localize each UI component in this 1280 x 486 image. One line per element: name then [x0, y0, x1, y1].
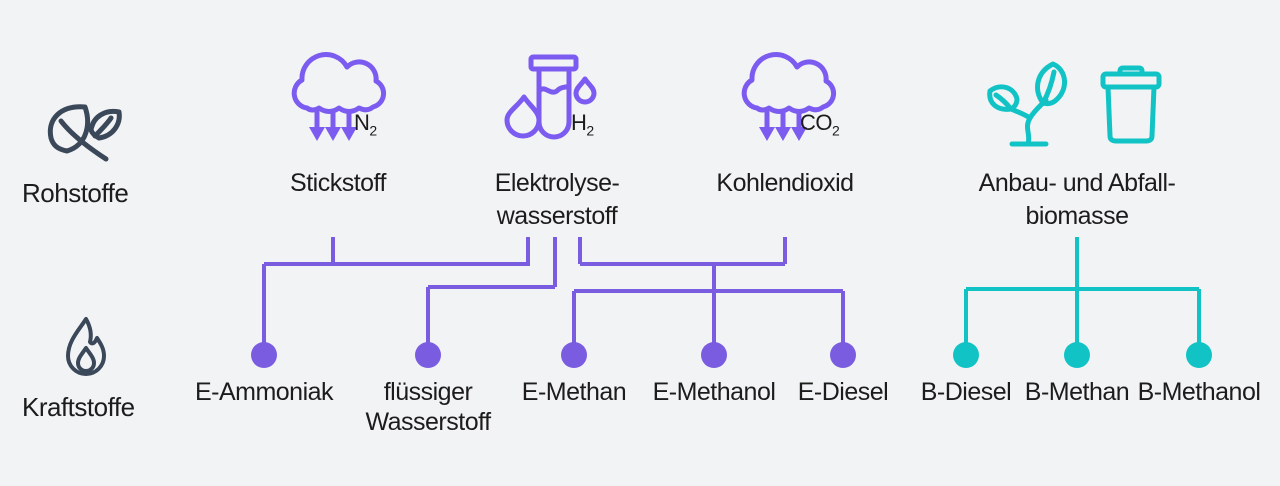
fuel-label-b-diesel: B-Diesel: [920, 378, 1012, 406]
flame-icon: [66, 317, 106, 376]
nitrogen-formula: N2: [354, 110, 377, 139]
fuels-row-title: Kraftstoffe: [22, 392, 135, 422]
fuel-label-e-ammoniak: E-Ammoniak: [194, 378, 334, 406]
raw-material-label-biomasse: Anbau- und Abfall- biomasse: [978, 169, 1176, 230]
fuel-label-fluessiger-wasserstoff: flüssiger Wasserstoff: [365, 378, 491, 436]
plant-icon: [987, 61, 1067, 147]
b-fuel-dots: [953, 342, 1212, 368]
co2-formula: CO2: [800, 110, 840, 139]
fuel-label-b-methanol: B-Methanol: [1137, 378, 1261, 406]
teal-connectors: [964, 237, 1201, 352]
leaves-icon: [47, 104, 122, 162]
fuel-label-e-diesel: E-Diesel: [797, 378, 889, 406]
cloud-arrows-icon: [291, 52, 387, 141]
trash-bin-icon: [1100, 65, 1162, 144]
fuel-label-e-methanol: E-Methanol: [652, 378, 776, 406]
cloud-arrows-icon: [741, 52, 837, 141]
hydrogen-formula: H2: [571, 110, 594, 139]
test-tube-droplets-icon: [504, 54, 597, 140]
e-fuel-dots: [251, 342, 856, 368]
fuel-label-b-methan: B-Methan: [1024, 378, 1130, 406]
raw-materials-row-title: Rohstoffe: [22, 178, 129, 208]
purple-connectors: [262, 237, 845, 352]
raw-material-label-kohlendioxid: Kohlendioxid: [716, 169, 854, 197]
raw-material-label-elektrolysewasserstoff: Elektrolyse- wasserstoff: [494, 169, 620, 230]
raw-material-label-stickstoff: Stickstoff: [290, 169, 386, 197]
fuel-label-e-methan: E-Methan: [521, 378, 627, 406]
